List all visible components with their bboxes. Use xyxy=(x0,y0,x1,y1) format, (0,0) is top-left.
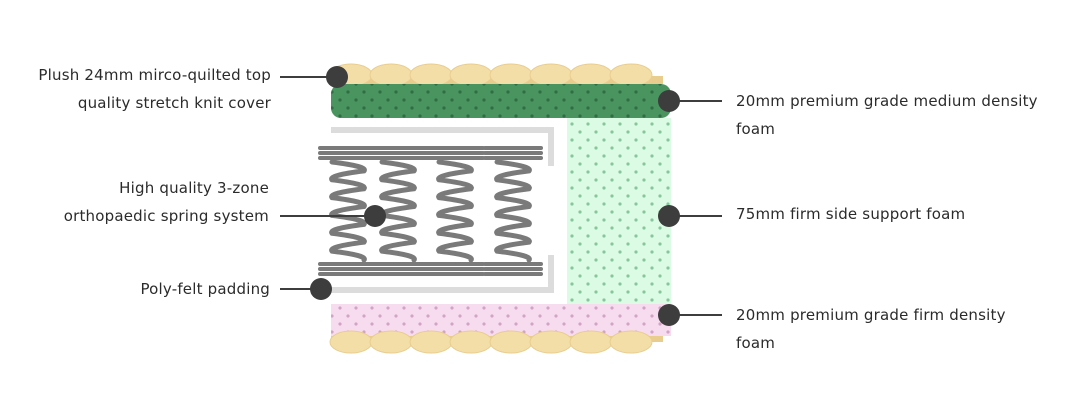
label-felt-line1: Poly-felt padding xyxy=(140,280,270,298)
quilt-bump xyxy=(409,330,453,354)
label-springs: High quality 3-zone orthopaedic spring s… xyxy=(64,174,269,230)
quilt-bump xyxy=(529,330,573,354)
quilt-bump xyxy=(609,330,653,354)
spring-coil xyxy=(318,146,378,276)
quilt-bump xyxy=(489,330,533,354)
label-springs-line1: High quality 3-zone xyxy=(119,179,269,197)
marker-cover xyxy=(326,66,348,88)
firm-foam-dots xyxy=(331,304,671,336)
label-firm-foam-line2: foam xyxy=(736,334,776,352)
quilt-bump xyxy=(569,330,613,354)
spring-coil xyxy=(483,146,543,276)
label-cover: Plush 24mm mirco-quilted top quality str… xyxy=(38,61,271,117)
marker-firm-foam xyxy=(658,304,680,326)
quilt-bump xyxy=(569,63,613,87)
label-felt: Poly-felt padding xyxy=(140,275,270,303)
marker-side-foam xyxy=(658,205,680,227)
poly-felt-frame xyxy=(331,127,554,293)
marker-medium-foam xyxy=(658,90,680,112)
markers xyxy=(310,66,680,326)
label-firm-foam: 20mm premium grade firm density foam xyxy=(736,301,1006,357)
quilt-bump xyxy=(409,63,453,87)
quilt-bump xyxy=(369,330,413,354)
label-side-foam-line1: 75mm firm side support foam xyxy=(736,205,966,223)
quilt-bump xyxy=(609,63,653,87)
quilt-bump xyxy=(369,63,413,87)
spring-coil xyxy=(425,146,485,276)
label-cover-line1: Plush 24mm mirco-quilted top xyxy=(38,66,271,84)
top-quilt-layer xyxy=(329,63,663,87)
label-medium-foam-line1: 20mm premium grade medium density xyxy=(736,92,1038,110)
label-firm-foam-line1: 20mm premium grade firm density xyxy=(736,306,1006,324)
quilt-bump xyxy=(449,330,493,354)
quilt-bump xyxy=(489,63,533,87)
spring-system xyxy=(318,146,543,276)
quilt-bump xyxy=(329,330,373,354)
marker-felt xyxy=(310,278,332,300)
bottom-quilt-layer xyxy=(329,330,663,354)
label-cover-line2: quality stretch knit cover xyxy=(77,94,271,112)
label-medium-foam-line2: foam xyxy=(736,120,776,138)
quilt-bump xyxy=(449,63,493,87)
label-side-foam: 75mm firm side support foam xyxy=(736,200,965,228)
quilt-bump xyxy=(529,63,573,87)
side-support-foam-dots xyxy=(567,118,671,304)
marker-springs xyxy=(364,205,386,227)
medium-foam-dots xyxy=(331,84,671,118)
label-medium-foam: 20mm premium grade medium density foam xyxy=(736,87,1038,143)
spring-coil xyxy=(368,146,428,276)
label-springs-line2: orthopaedic spring system xyxy=(63,207,269,225)
